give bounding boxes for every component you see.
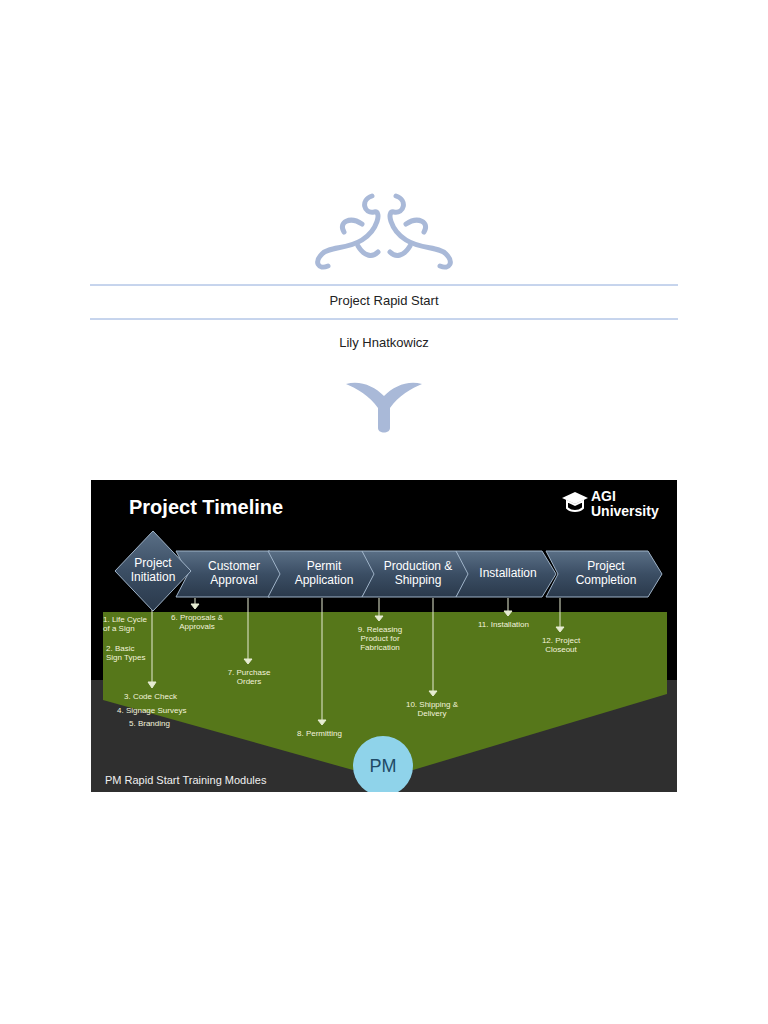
timeline-image: Project Timeline AGI University 1. Life Cy… bbox=[91, 480, 677, 792]
chevron-outline bbox=[456, 551, 556, 597]
module-label: 8. Permitting bbox=[297, 729, 342, 738]
module-label: 9. Releasing Product for Fabrication bbox=[353, 625, 407, 653]
diamond-outline bbox=[115, 531, 191, 611]
footer-caption: PM Rapid Start Training Modules bbox=[105, 774, 266, 786]
document-title: Project Rapid Start bbox=[0, 293, 768, 308]
brand-logo-text: AGI University bbox=[591, 489, 673, 518]
cap-icon bbox=[562, 492, 588, 511]
figure-title: Project Timeline bbox=[129, 496, 283, 519]
top-flourish bbox=[318, 196, 451, 267]
leader-arrows bbox=[148, 598, 564, 725]
phase-label: Project Initiation bbox=[124, 557, 182, 585]
phase-chevron: Installation bbox=[456, 551, 556, 597]
module-label: 10. Shipping & Delivery bbox=[403, 700, 461, 718]
module-label: 4. Signage Surveys bbox=[117, 706, 186, 715]
page-ornaments bbox=[0, 0, 768, 470]
phase-label: Permit Application bbox=[286, 560, 362, 588]
circle-label: PM bbox=[370, 756, 397, 777]
chevron-outline bbox=[176, 551, 284, 597]
author-name: Lily Hnatkowicz bbox=[0, 335, 768, 350]
rule-line bbox=[90, 319, 678, 320]
rule-line bbox=[90, 285, 678, 286]
phase-label: Production & Shipping bbox=[380, 560, 456, 588]
module-label: 11. Installation bbox=[478, 620, 529, 629]
phase-label: Project Completion bbox=[564, 560, 648, 588]
chevron-outline bbox=[268, 551, 376, 597]
phase-chevron: Customer Approval bbox=[176, 551, 284, 597]
module-label: 6. Proposals & Approvals bbox=[166, 613, 228, 631]
phase-chevron: Permit Application bbox=[268, 551, 376, 597]
phase-diamond: Project Initiation bbox=[114, 530, 192, 612]
module-label: 3. Code Check bbox=[124, 692, 177, 701]
module-label: 5. Branding bbox=[129, 719, 170, 728]
module-label: 12. Project Closeout bbox=[537, 636, 585, 654]
phase-chevron: Project Completion bbox=[546, 551, 662, 597]
chevron-outline bbox=[362, 551, 470, 597]
pm-circle: PM bbox=[352, 735, 414, 792]
module-label: 7. Purchase Orders bbox=[225, 668, 273, 686]
phase-label: Installation bbox=[479, 567, 536, 581]
bottom-flourish bbox=[346, 383, 422, 433]
phase-label: Customer Approval bbox=[198, 560, 270, 588]
chevron-outline bbox=[546, 551, 662, 597]
circle-outline bbox=[353, 736, 413, 792]
phase-chevron: Production & Shipping bbox=[362, 551, 470, 597]
module-label: 2. Basic Sign Types bbox=[106, 644, 150, 662]
module-label: 1. Life Cycle of a Sign bbox=[103, 615, 149, 633]
